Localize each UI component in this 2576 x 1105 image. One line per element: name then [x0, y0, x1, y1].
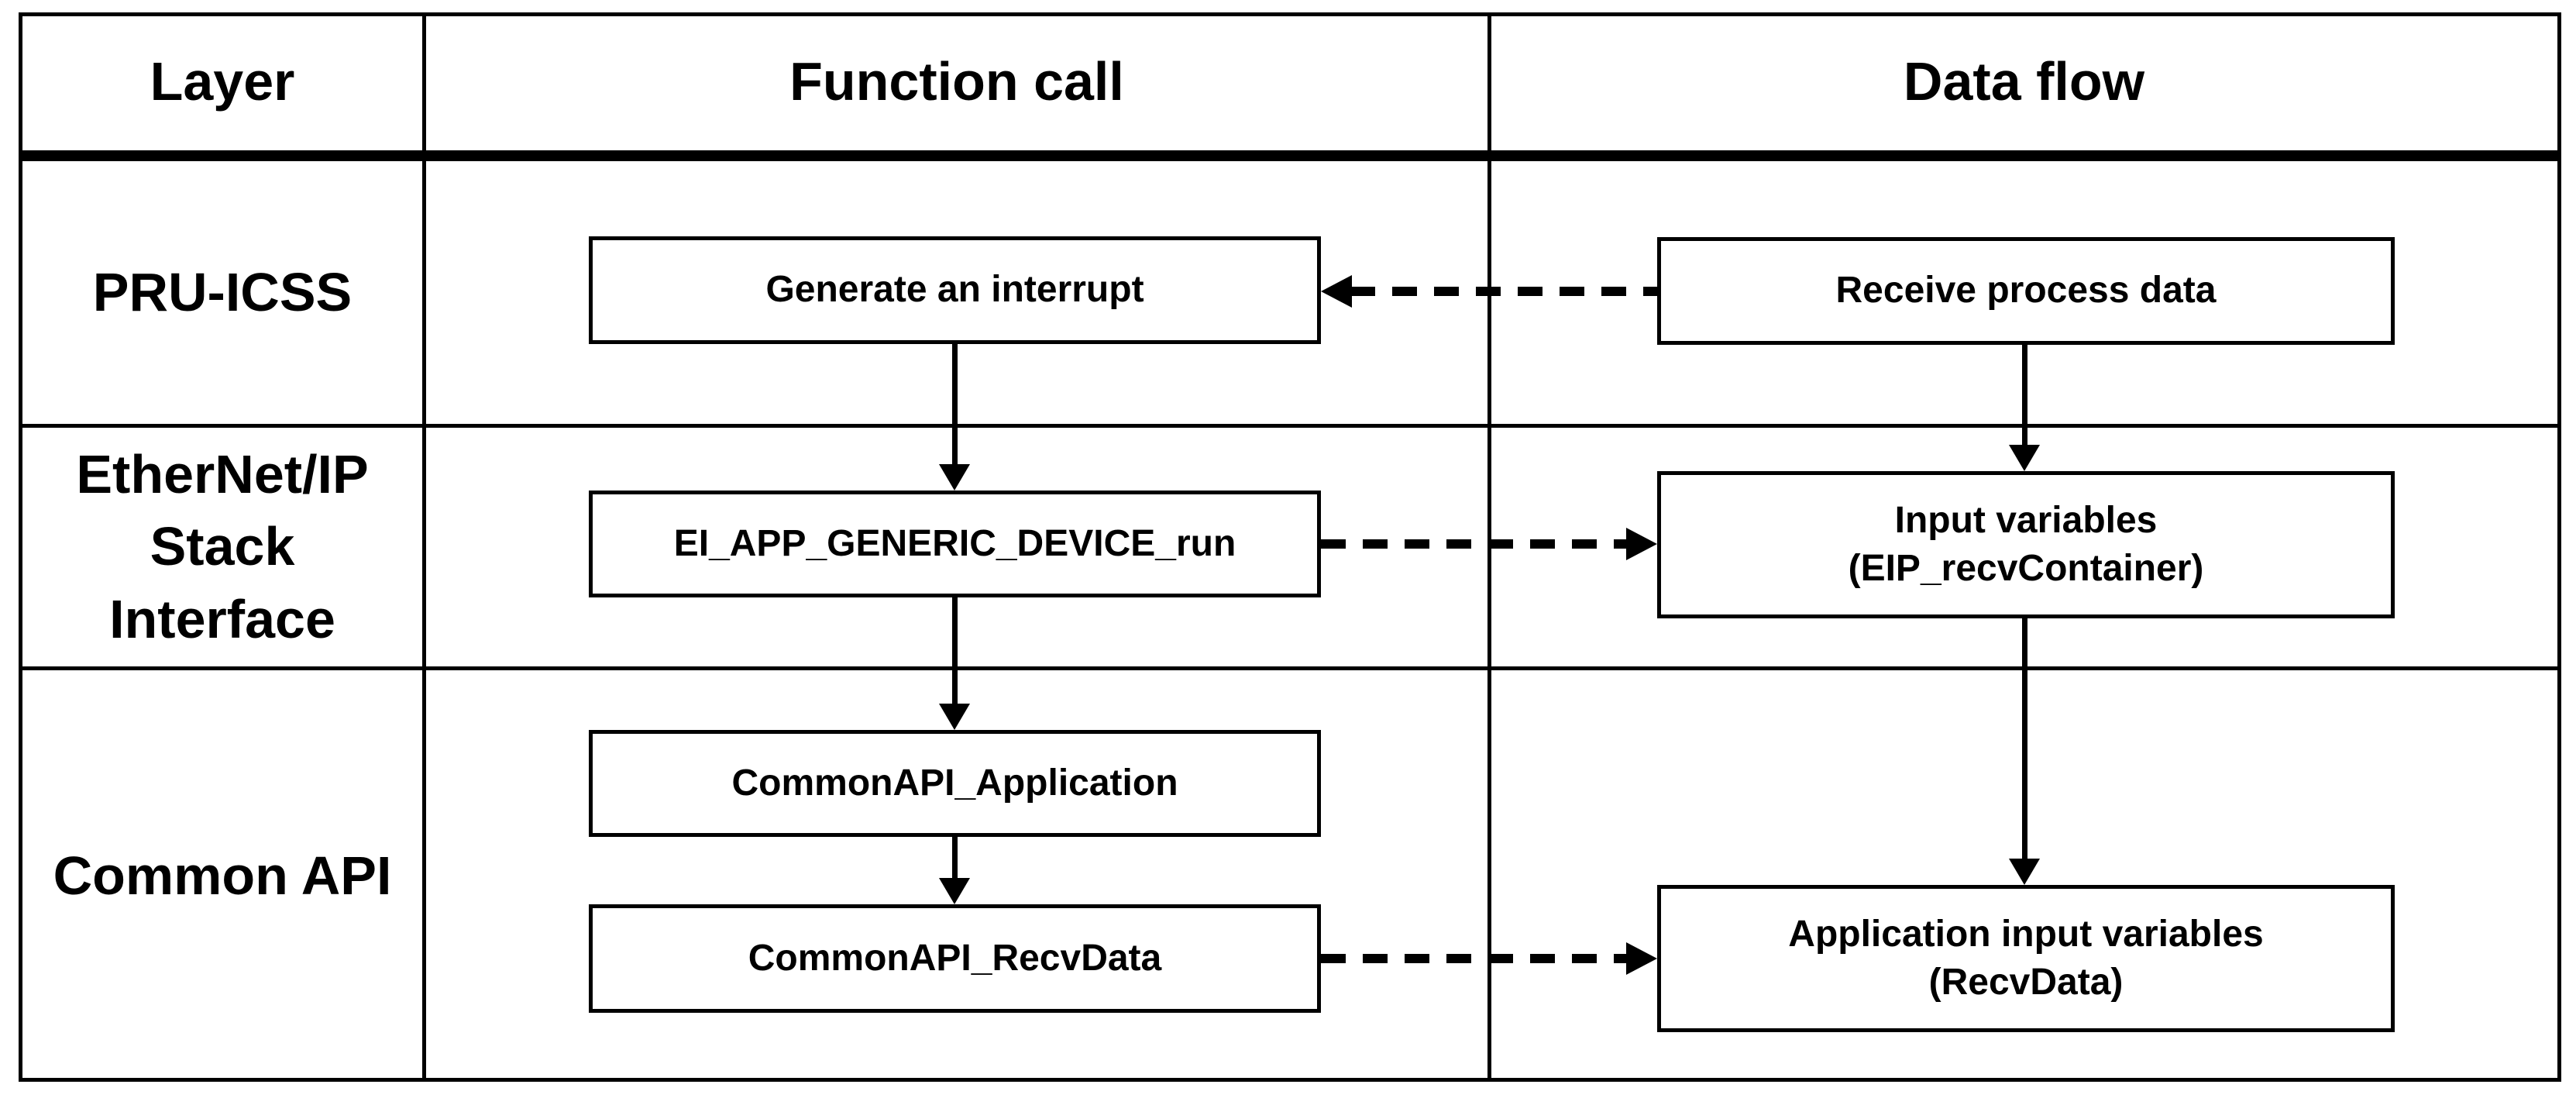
- solid-arrow-receive-to-inputvars-line: [2022, 345, 2027, 446]
- dashed-arrow-crecvdata-to-appinput-line: [1321, 954, 1626, 963]
- solid-arrow-inputvars-to-appinput-line: [2022, 618, 2027, 860]
- layer-label-pru-icss: PRU-ICSS: [92, 261, 353, 322]
- solid-arrow-generate-to-eiapp-line: [952, 344, 958, 466]
- node-input-variables-eip-recvcontainer: Input variables (EIP_recvContainer): [1657, 471, 2395, 618]
- dashed-arrow-eiapp-to-inputvars-head: [1626, 528, 1657, 560]
- layer-label-common-api: Common API: [53, 845, 392, 906]
- solid-arrow-eiapp-to-capplication-line: [952, 597, 958, 705]
- header-separator: [19, 150, 2561, 161]
- node-common-api-application: CommonAPI_Application: [589, 730, 1321, 837]
- node-application-input-variables-recvdata: Application input variables (RecvData): [1657, 885, 2395, 1032]
- solid-arrow-capplication-to-crecvdata-head: [939, 878, 970, 904]
- column-divider-layer-function: [422, 12, 426, 1082]
- solid-arrow-capplication-to-crecvdata-line: [952, 837, 958, 880]
- dashed-arrow-receive-to-generate-line: [1350, 287, 1657, 296]
- dashed-arrow-crecvdata-to-appinput-head: [1626, 942, 1657, 975]
- column-header-function-call: Function call: [789, 51, 1124, 112]
- node-receive-process-data: Receive process data: [1657, 237, 2395, 345]
- solid-arrow-inputvars-to-appinput-head: [2009, 859, 2040, 885]
- node-ei-app-generic-device-run: EI_APP_GENERIC_DEVICE_run: [589, 491, 1321, 597]
- node-generate-an-interrupt: Generate an interrupt: [589, 236, 1321, 344]
- solid-arrow-receive-to-inputvars-head: [2009, 445, 2040, 471]
- solid-arrow-eiapp-to-capplication-head: [939, 704, 970, 730]
- layer-label-ethernet-ip-stack-interface: EtherNet/IP Stack Interface: [76, 444, 369, 649]
- column-header-data-flow: Data flow: [1903, 51, 2145, 112]
- row-divider-stack-commonapi: [19, 666, 2561, 670]
- dashed-arrow-receive-to-generate-head: [1321, 275, 1352, 308]
- row-divider-pruicss-stack: [19, 424, 2561, 428]
- node-common-api-recvdata: CommonAPI_RecvData: [589, 904, 1321, 1013]
- dashed-arrow-eiapp-to-inputvars-line: [1321, 539, 1626, 549]
- solid-arrow-generate-to-eiapp-head: [939, 464, 970, 491]
- column-header-layer: Layer: [150, 51, 295, 112]
